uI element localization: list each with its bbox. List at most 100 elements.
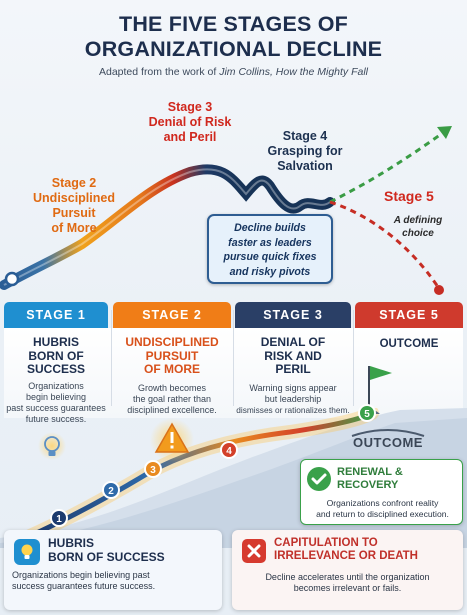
label-stage2: Stage 2 Undisciplined Pursuit of More [22,176,126,236]
stage1-body-line2: begin believing [25,392,87,402]
outcome-flag-cloth [370,366,392,380]
subtitle-source: Jim Collins, How the Mighty Fall [219,66,369,78]
step-marker-1: 1 [50,509,68,527]
decline-curve-graphic [0,126,452,295]
capitulation-title-line2: IRRELEVANCE OR DEATH [274,550,418,562]
column-divider [111,310,112,406]
renewal-body: Organizations confront reality and retur… [305,498,460,520]
page-title-line2: ORGANIZATIONAL DECLINE [84,37,383,61]
callout-box: Decline builds faster as leaders pursue … [207,214,333,284]
capitulation-body: Decline accelerates until the organizati… [238,572,457,594]
stage1-title-line2: BORN OF [4,348,108,364]
callout-line3: pursue quick fixes [223,251,317,263]
stage2-body-line1: Growth becomes [137,383,207,393]
hubris-body-line1: Organizations begin believing past [12,570,150,580]
decline-dashed-path [329,200,440,288]
label-stage3-line2: Denial of Risk [148,115,232,129]
label-stage4-line1: Stage 4 [282,129,328,143]
column-divider [353,310,354,406]
hubris-body-line2: success guarantees future success. [12,581,156,591]
stage3-title-line2: RISK AND [264,348,322,363]
hubris-title-line1: HUBRIS [48,536,95,550]
page-title-line1: THE FIVE STAGES OF [119,12,348,36]
stage3-title-line1: DENIAL OF [260,335,326,349]
stage1-title-line3: SUCCESS [26,362,85,376]
stage1-body-line1: Organizations [28,381,84,391]
stage2-title-line2: PURSUIT [145,348,199,363]
renewal-title-line1: RENEWAL & [337,466,403,478]
stage5-title: OUTCOME [379,338,439,350]
stage1-title: HUBRIS BORN OF SUCCESS [4,335,108,377]
label-stage2-line3: Pursuit [52,206,96,220]
capitulation-title: CAPITULATION TO IRRELEVANCE OR DEATH [274,537,418,563]
stage3-header: STAGE 3 [235,302,351,328]
label-stage5-note: A defining choice [378,214,458,240]
label-stage4-line2: Grasping for [267,144,343,158]
capitulation-body-line2: becomes irrelevant or fails. [293,583,402,593]
stage5-header: STAGE 5 [355,302,463,328]
renewal-dashed-path [329,130,445,204]
label-stage3-line3: and Peril [163,130,217,144]
outcome-arc [338,424,438,437]
label-stage3-line1: Stage 3 [167,100,213,114]
outcome-label: OUTCOME [353,435,423,450]
step-marker-2: 2 [102,481,120,499]
stage2-body: Growth becomes the goal rather than disc… [113,383,231,416]
renewal-title: RENEWAL & RECOVERY [337,466,403,491]
hubris-card: HUBRIS BORN OF SUCCESS Organizations beg… [4,530,222,610]
stage1-body-line3: past success guarantees [6,403,106,413]
label-stage4-line3: Salvation [277,159,333,173]
stage3-title: DENIAL OF RISK AND PERIL [235,335,351,377]
label-stage2-line4: of More [51,221,97,235]
stage1-title-line2-text: BORN OF [28,348,84,363]
renewal-title-line2: RECOVERY [337,478,399,491]
decline-curve [0,164,335,290]
subtitle: Adapted from the work of Jim Collins, Ho… [0,66,467,78]
callout-line4: and risky pivots [229,265,311,278]
label-stage5-note-line1: A defining [393,215,443,226]
stage3-body-line1: Warning signs appear [249,383,337,393]
stage3-body: Warning signs appear but leadership dism… [235,383,351,416]
renewal-arrowhead [437,126,452,139]
stage1-body-line4: future success. [25,414,87,424]
capitulation-title-line1: CAPITULATION TO [274,537,378,549]
callout-line1: Decline builds [234,222,306,234]
step-marker-3: 3 [144,460,162,478]
step-marker-4: 4 [220,441,238,459]
hubris-title: HUBRIS BORN OF SUCCESS [48,536,165,564]
stage2-body-line3: disciplined excellence. [127,405,217,415]
capitulation-card: CAPITULATION TO IRRELEVANCE OR DEATH Dec… [232,530,463,610]
stage1-header: STAGE 1 [4,302,108,328]
callout-line2: faster as leaders [228,236,312,249]
label-stage4: Stage 4 Grasping for Salvation [256,129,354,174]
x-icon [242,539,266,563]
decline-end-dot [434,285,444,295]
stage3-body-line2: but leadership [264,394,322,404]
stage2-title: UNDISCIPLINED PURSUIT OF MORE [113,335,231,377]
step-marker-5: 5 [358,404,376,422]
stage2-header: STAGE 2 [113,302,231,328]
label-stage5: Stage 5 [384,188,434,204]
stage2-title-line1: UNDISCIPLINED [125,335,219,349]
main-track [27,410,375,539]
decline-curve-highlight [3,168,331,286]
subtitle-prefix: Adapted from the work of [98,66,220,78]
column-divider [233,310,234,406]
checkmark-icon [307,467,331,491]
stage3-body-line3: dismisses or rationalizes them. [236,405,350,415]
label-stage2-line2: Undisciplined [33,191,115,205]
renewal-card: RENEWAL & RECOVERY Organizations confron… [300,459,463,525]
curve-start-dot [4,271,20,287]
label-stage3: Stage 3 Denial of Risk and Peril [128,100,252,145]
lightbulb-icon [44,436,60,456]
stage3-title-line3: PERIL [275,362,311,376]
renewal-body-line2: and return to disciplined execution. [316,509,449,519]
hubris-title-line2: BORN OF SUCCESS [48,549,165,564]
stage2-body-line2: the goal rather than [132,394,212,404]
lightbulb-badge-icon [14,539,40,565]
stage1-body: Organizations begin believing past succe… [4,381,108,425]
label-stage5-note-line2: choice [402,228,434,239]
stage2-title-line3: OF MORE [144,362,200,376]
capitulation-body-line1: Decline accelerates until the organizati… [265,572,430,582]
label-stage2-line1: Stage 2 [51,176,97,190]
